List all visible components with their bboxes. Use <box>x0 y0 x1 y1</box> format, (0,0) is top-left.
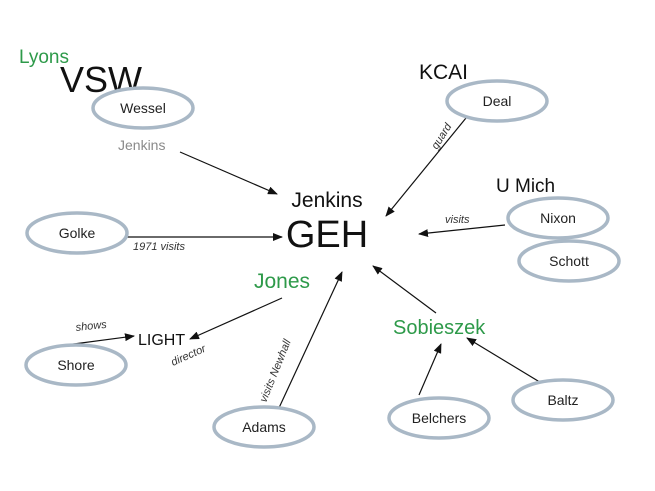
node-label-belchers: Belchers <box>412 410 466 426</box>
edge-adams-to-geh <box>277 271 343 411</box>
edge-deal-to-geh <box>385 117 467 217</box>
node-golke: Golke <box>25 211 129 255</box>
center-org: GEH <box>286 214 368 256</box>
center-name: Jenkins <box>291 189 362 212</box>
node-deal: Deal <box>445 79 549 123</box>
node-belchers: Belchers <box>387 396 491 440</box>
edge-baltz-to-sobieszek <box>466 337 544 385</box>
node-baltz: Baltz <box>511 378 615 422</box>
node-label-wessel: Wessel <box>120 100 166 116</box>
node-nixon: Nixon <box>506 196 610 240</box>
edge-jenkins-to-geh <box>179 151 278 195</box>
group-sobieszek: Sobieszek <box>393 317 486 339</box>
edge-label-visits-newhall: visits Newhall <box>258 337 294 404</box>
node-wessel: Wessel <box>91 86 195 130</box>
edge-belchers-to-sobieszek <box>418 343 442 396</box>
node-label-deal: Deal <box>483 93 512 109</box>
node-adams: Adams <box>212 405 316 449</box>
group-light: LIGHT <box>138 332 185 349</box>
node-label-golke: Golke <box>59 225 96 241</box>
edge-label-shows: shows <box>75 319 108 334</box>
node-label-nixon: Nixon <box>540 210 576 226</box>
node-label-shore: Shore <box>57 357 95 373</box>
group-lyons: Lyons <box>19 47 69 68</box>
person-jenkins-gray: Jenkins <box>118 137 165 153</box>
group-kcai: KCAI <box>419 61 468 84</box>
node-label-baltz: Baltz <box>547 392 578 408</box>
group-jones: Jones <box>254 270 310 293</box>
edge-jones-to-light <box>189 297 283 340</box>
group-umich: U Mich <box>496 176 555 197</box>
node-shore: Shore <box>24 343 128 387</box>
node-label-adams: Adams <box>242 419 286 435</box>
edge-nixon-to-geh <box>418 224 506 238</box>
edge-label-visits: visits <box>445 214 470 226</box>
edge-label-golke-visits: 1971 visits <box>133 241 185 253</box>
edge-sobieszek-to-geh <box>372 265 437 314</box>
node-label-schott: Schott <box>549 253 589 269</box>
node-schott: Schott <box>517 239 621 283</box>
